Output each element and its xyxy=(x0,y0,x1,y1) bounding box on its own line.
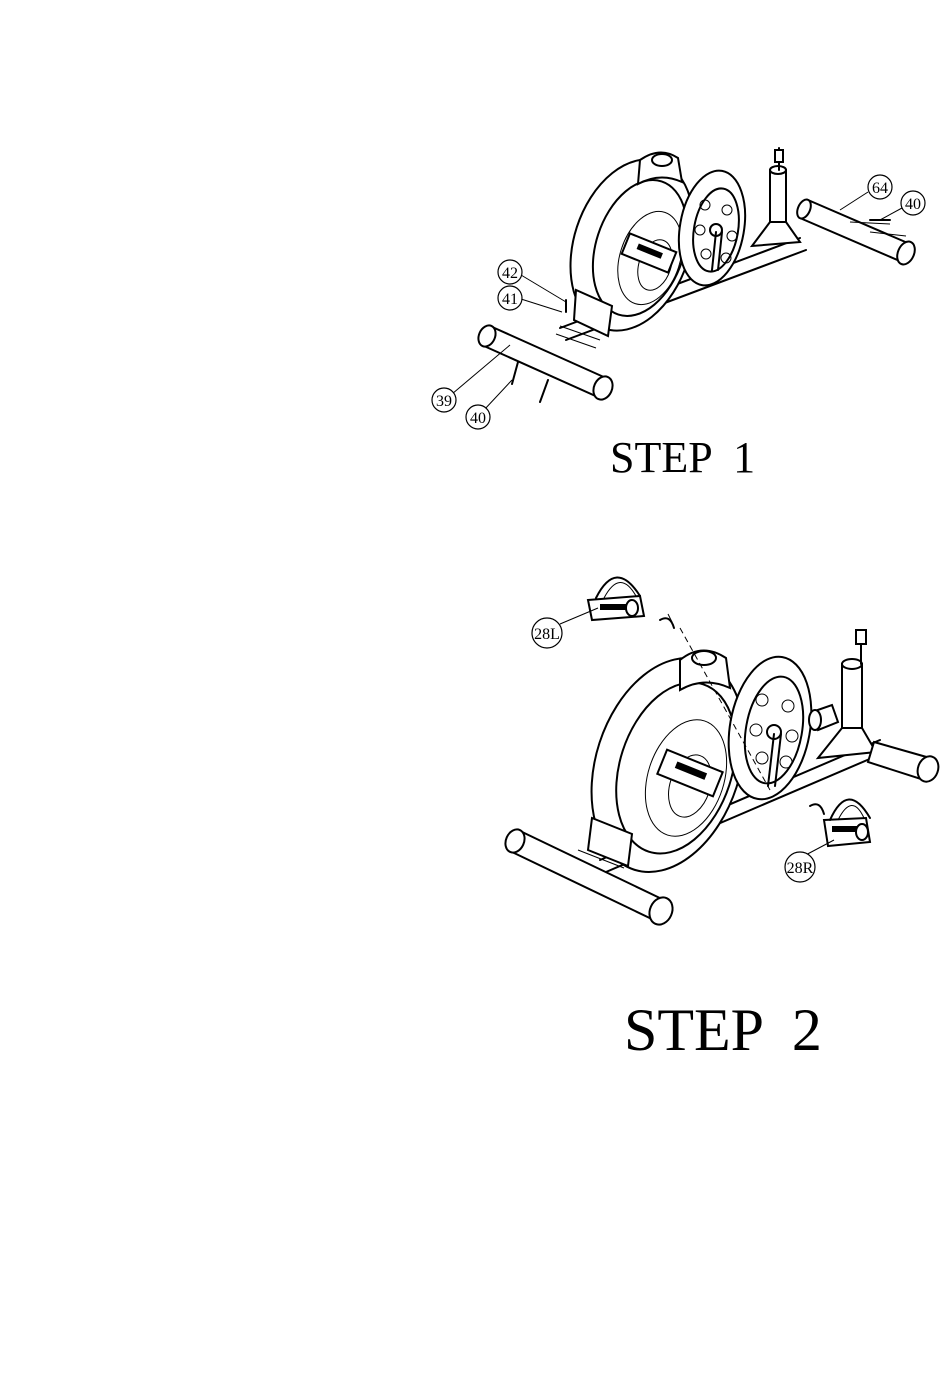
step2-callout-28R: 28R xyxy=(785,852,815,882)
step1-callout-64: 64 xyxy=(868,175,892,199)
step1-callout-41: 41 xyxy=(498,286,522,310)
step1-callout-42: 42 xyxy=(498,260,522,284)
svg-text:28L: 28L xyxy=(534,626,560,643)
svg-text:42: 42 xyxy=(502,265,518,282)
svg-text:28R: 28R xyxy=(787,860,814,877)
step1-callout-39: 39 xyxy=(432,388,456,412)
step2-right-pedal xyxy=(810,799,870,846)
step1-front-stabilizer xyxy=(475,323,616,403)
step-2-title: STEP 2 xyxy=(624,997,822,1063)
step2-callout-28L: 28L xyxy=(532,618,562,648)
svg-text:41: 41 xyxy=(502,291,518,308)
step2-upright-post xyxy=(818,630,876,758)
svg-text:39: 39 xyxy=(436,393,452,410)
svg-text:64: 64 xyxy=(872,180,888,197)
svg-text:40: 40 xyxy=(905,196,921,213)
step1-callout-40-rear: 40 xyxy=(901,191,925,215)
step-1-illustration: 42 41 39 40 64 40 xyxy=(432,143,925,429)
step1-upright-post xyxy=(752,148,800,246)
step1-rear-stabilizer xyxy=(794,197,918,267)
step2-left-pedal xyxy=(588,577,674,628)
step-2-illustration: 28L 28R xyxy=(502,577,942,928)
svg-text:40: 40 xyxy=(470,410,486,427)
step-1-title: STEP 1 xyxy=(610,433,755,482)
step1-callout-40-front: 40 xyxy=(466,405,490,429)
